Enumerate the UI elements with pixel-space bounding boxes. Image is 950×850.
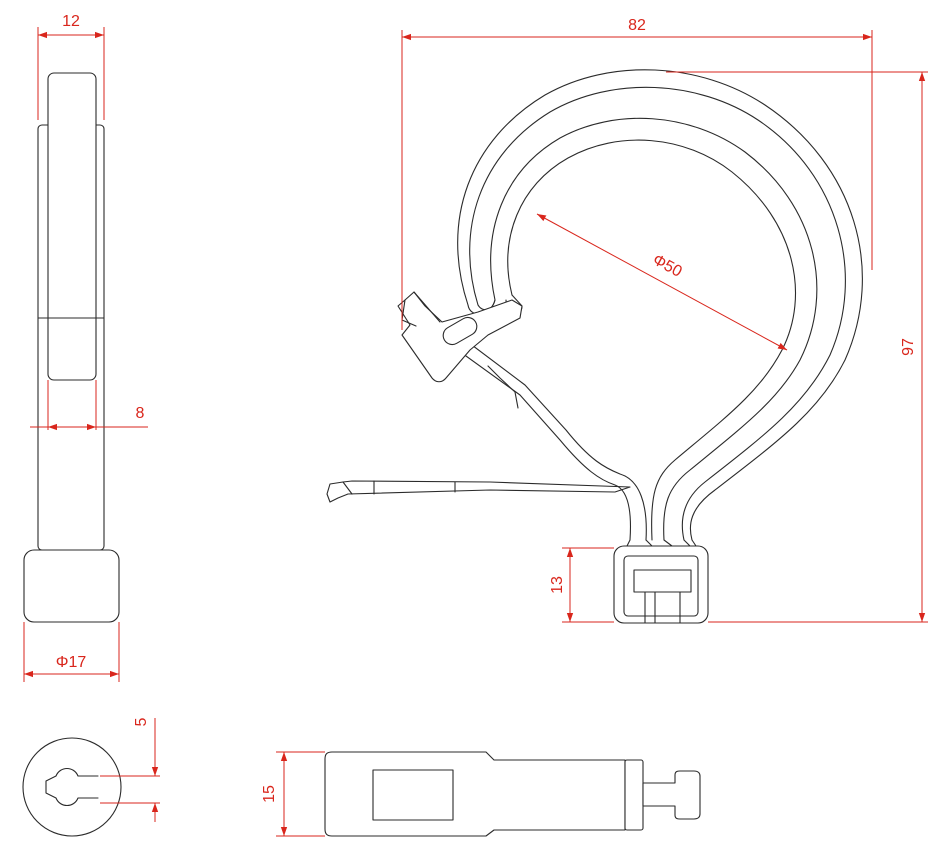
- strap-step: [487, 365, 519, 409]
- neck-join: [626, 539, 653, 547]
- side-head: [23, 549, 120, 623]
- strap-top-tee: [642, 770, 701, 820]
- end-view-keyhole: [45, 767, 99, 807]
- dim-slot-width: 8: [30, 380, 148, 431]
- inner-strap-upper: [429, 329, 631, 541]
- dim-key-width: 5: [100, 717, 160, 822]
- end-view: [22, 737, 122, 837]
- side-clip-body: [47, 72, 97, 381]
- end-view-circle: [22, 737, 122, 837]
- dim-head-diameter: Φ17: [23, 622, 120, 682]
- outer-ring: [457, 69, 863, 541]
- buckle-slot: [442, 316, 478, 346]
- strap-width-label: 15: [261, 785, 278, 803]
- head-diameter-label: Φ17: [56, 654, 87, 671]
- slot-width-label: 8: [136, 405, 145, 422]
- buckle-edge: [413, 291, 441, 323]
- dim-side-width: 12: [37, 13, 105, 120]
- top-view: [324, 751, 701, 837]
- dim-strap-width: 15: [261, 751, 325, 837]
- bore: [507, 139, 797, 541]
- strap-tail-tip: [342, 481, 353, 495]
- strap-top-window: [372, 769, 454, 821]
- strap-top-body: [324, 751, 626, 837]
- outer-ring-inner-line: [469, 86, 846, 541]
- inner-strap-lower: [435, 317, 647, 541]
- dim-overall-height: 97: [666, 71, 928, 623]
- head-height-label: 13: [549, 576, 566, 594]
- bore-diameter-label: Φ50: [650, 251, 685, 281]
- dim-head-height: 13: [549, 547, 614, 623]
- neck-join-2: [663, 539, 697, 547]
- base-head-inner: [623, 555, 699, 617]
- overall-width-label: 82: [628, 17, 646, 34]
- overall-height-label: 97: [900, 338, 917, 356]
- dim-overall-width: 82: [401, 17, 873, 330]
- channel-outer: [490, 117, 818, 541]
- front-view: [326, 69, 863, 624]
- strap-tail: [326, 480, 631, 503]
- strap-top-collar: [624, 759, 644, 831]
- side-view: [23, 72, 120, 623]
- key-width-label: 5: [133, 717, 150, 726]
- base-head-window: [633, 569, 692, 593]
- base-head-key: [644, 591, 681, 624]
- buckle: [397, 291, 523, 383]
- dim-bore-diameter: Φ50: [536, 213, 788, 351]
- side-width-label: 12: [62, 13, 80, 30]
